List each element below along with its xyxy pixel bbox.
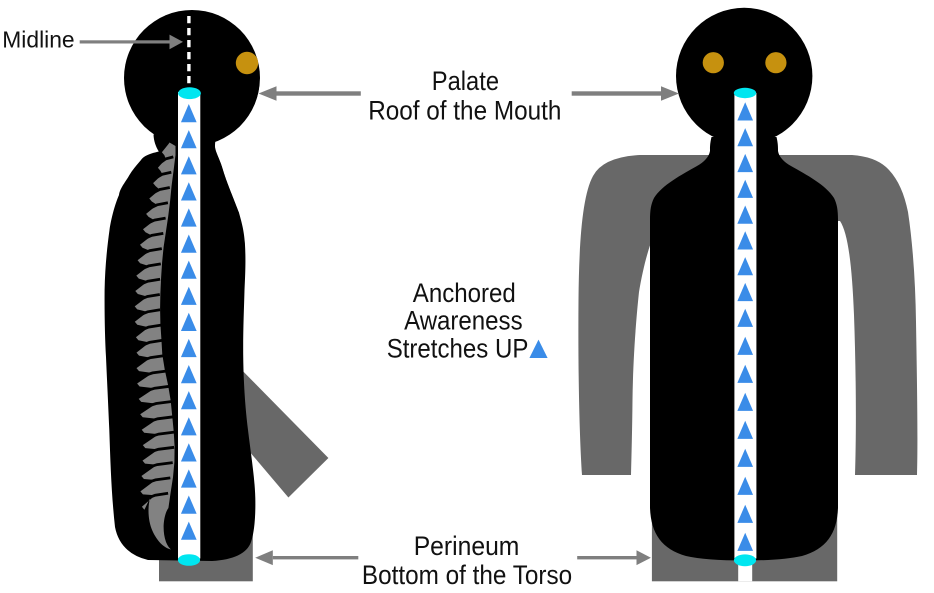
svg-text:Anchored: Anchored — [413, 278, 516, 308]
svg-text:Awareness: Awareness — [404, 306, 522, 336]
svg-text:Palate: Palate — [432, 66, 499, 96]
svg-text:Roof of the Mouth: Roof of the Mouth — [368, 96, 561, 126]
svg-text:Perineum: Perineum — [414, 531, 520, 561]
svg-text:Midline: Midline — [2, 26, 74, 52]
svg-text:Stretches UP: Stretches UP — [387, 334, 529, 364]
svg-text:Bottom of the Torso: Bottom of the Torso — [362, 560, 572, 590]
